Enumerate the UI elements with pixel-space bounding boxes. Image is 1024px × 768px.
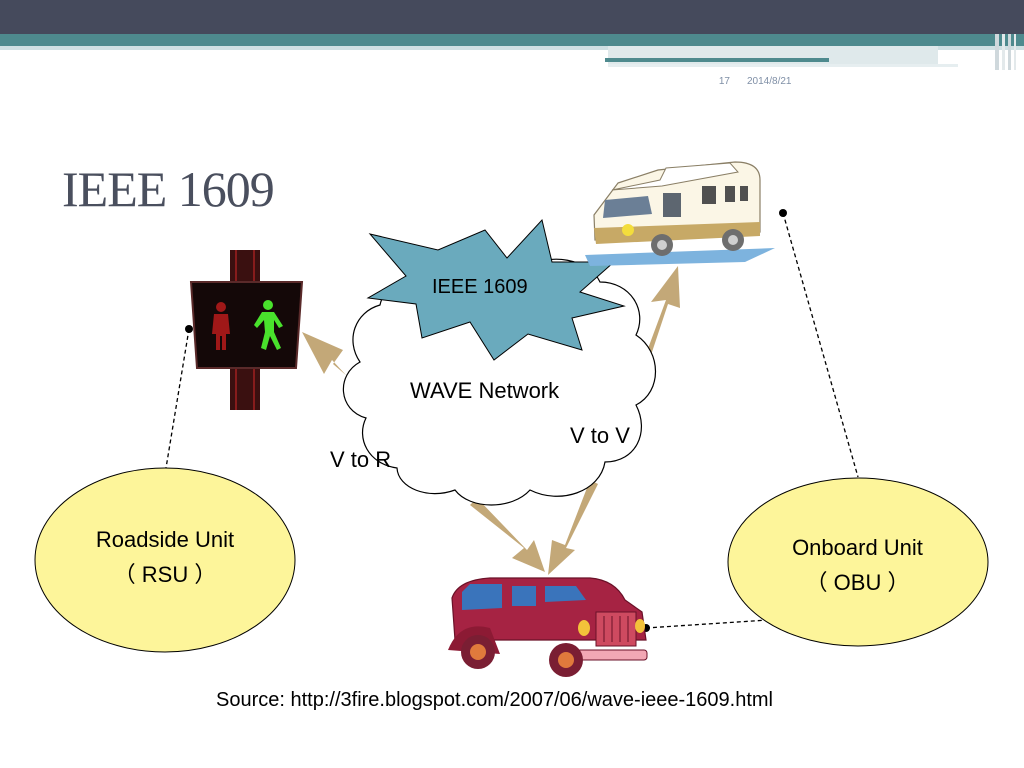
signal-arrows (302, 266, 680, 575)
red-car-icon (448, 577, 648, 677)
obu-label: Onboard Unit (792, 535, 923, 560)
slide-title: IEEE 1609 (62, 161, 275, 217)
rsu-label: Roadside Unit (95, 527, 235, 552)
header-bar (0, 0, 1024, 34)
header-decoration (605, 34, 1016, 70)
v-to-r-label: V to R (330, 447, 392, 472)
rsu-connector-dot (185, 325, 193, 333)
connector-lines (165, 212, 859, 629)
header-accent-band (0, 34, 1024, 46)
source-citation: Source: http://3fire.blogspot.com/2007/0… (216, 689, 773, 711)
slide-date: 2014/8/21 (747, 76, 792, 87)
obu-ellipse (727, 477, 989, 647)
rsu-abbreviation: （ RSU ） (113, 562, 217, 587)
wave-network-label: WAVE Network (410, 378, 560, 403)
v-to-v-label: V to V (570, 423, 630, 448)
ieee-1609-burst-shape (366, 218, 626, 361)
obu-connector-dot (779, 209, 787, 217)
obu-abbreviation: （ OBU ） (805, 570, 910, 595)
camper-van-icon (585, 161, 775, 266)
rsu-ellipse (34, 467, 296, 653)
ieee-1609-burst-label: IEEE 1609 (432, 276, 528, 298)
header-thin-band (0, 46, 1024, 50)
page-number: 17 (718, 76, 730, 87)
pedestrian-signal-icon (189, 250, 304, 410)
